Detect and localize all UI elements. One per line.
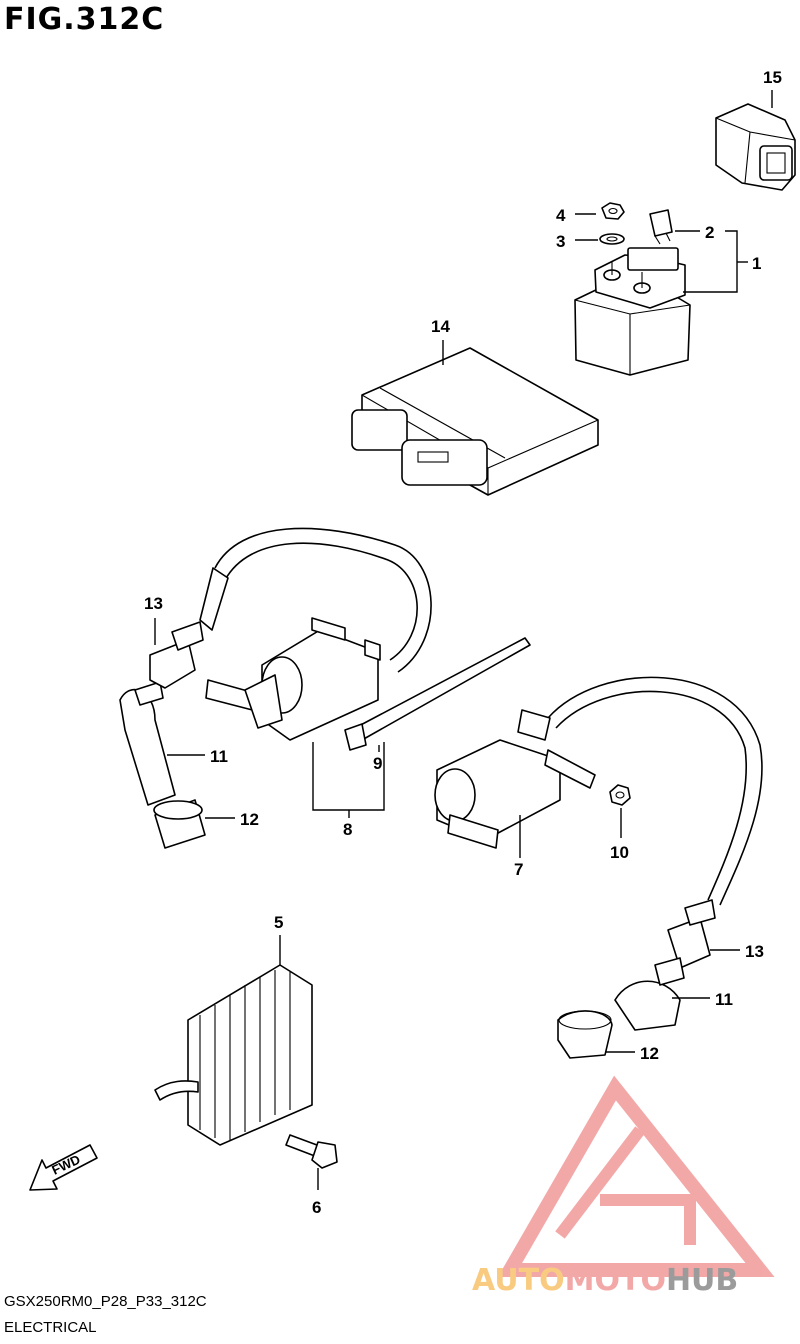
part-ignition-coil-8 [199,527,432,741]
watermark-part-3: HUB [666,1263,738,1298]
callout-12-right: 12 [640,1044,659,1063]
part-seal-13-right [667,899,716,969]
part-bolt-6 [285,1134,338,1169]
callout-7: 7 [514,860,523,879]
part-cable-tie-9 [344,637,531,751]
callout-6: 6 [312,1198,321,1217]
callout-13-left: 13 [144,594,163,613]
callout-9: 9 [373,754,382,773]
part-seal-13-left [149,621,204,689]
watermark-logo: AUTOMOTOHUB [472,1075,775,1298]
watermark-part-1: AUTO [472,1263,565,1298]
fwd-arrow-icon: FWD [29,1144,98,1191]
callout-8: 8 [343,820,352,839]
callout-10: 10 [610,843,629,862]
part-washer-3 [599,233,625,245]
callout-4: 4 [556,206,566,225]
callout-2: 2 [705,223,714,242]
svg-text:AUTOMOTOHUB: AUTOMOTOHUB [472,1263,738,1298]
callout-12-left: 12 [240,810,259,829]
callout-3: 3 [556,232,565,251]
part-spark-plug-cap-11-right [614,957,685,1031]
part-ignition-coil-7 [434,676,763,906]
part-fuse-2 [649,209,673,245]
callout-11-right: 11 [715,990,733,1009]
watermark-part-2: MOTO [565,1263,666,1298]
part-spark-plug-cap-11-left [119,681,176,806]
callout-1: 1 [752,254,761,273]
part-boot-12-left [153,799,206,849]
figure-title: FIG.312C [4,2,165,37]
part-starter-relay-1 [574,247,691,376]
model-code: GSX250RM0_P28_P33_312C [4,1293,207,1310]
part-boot-12-right [557,1010,613,1059]
part-ecm-14 [351,347,599,496]
part-nut-4 [601,202,625,220]
part-connector-15 [715,103,796,191]
part-nut-10 [609,784,631,806]
callout-13-right: 13 [745,942,764,961]
section-label: ELECTRICAL [4,1319,97,1336]
callout-11-left: 11 [210,747,228,766]
callout-5: 5 [274,913,283,932]
callout-14: 14 [431,317,450,336]
watermark-triangle-icon [497,1075,775,1277]
callout-15: 15 [763,68,782,87]
part-regulator-5 [154,964,313,1146]
